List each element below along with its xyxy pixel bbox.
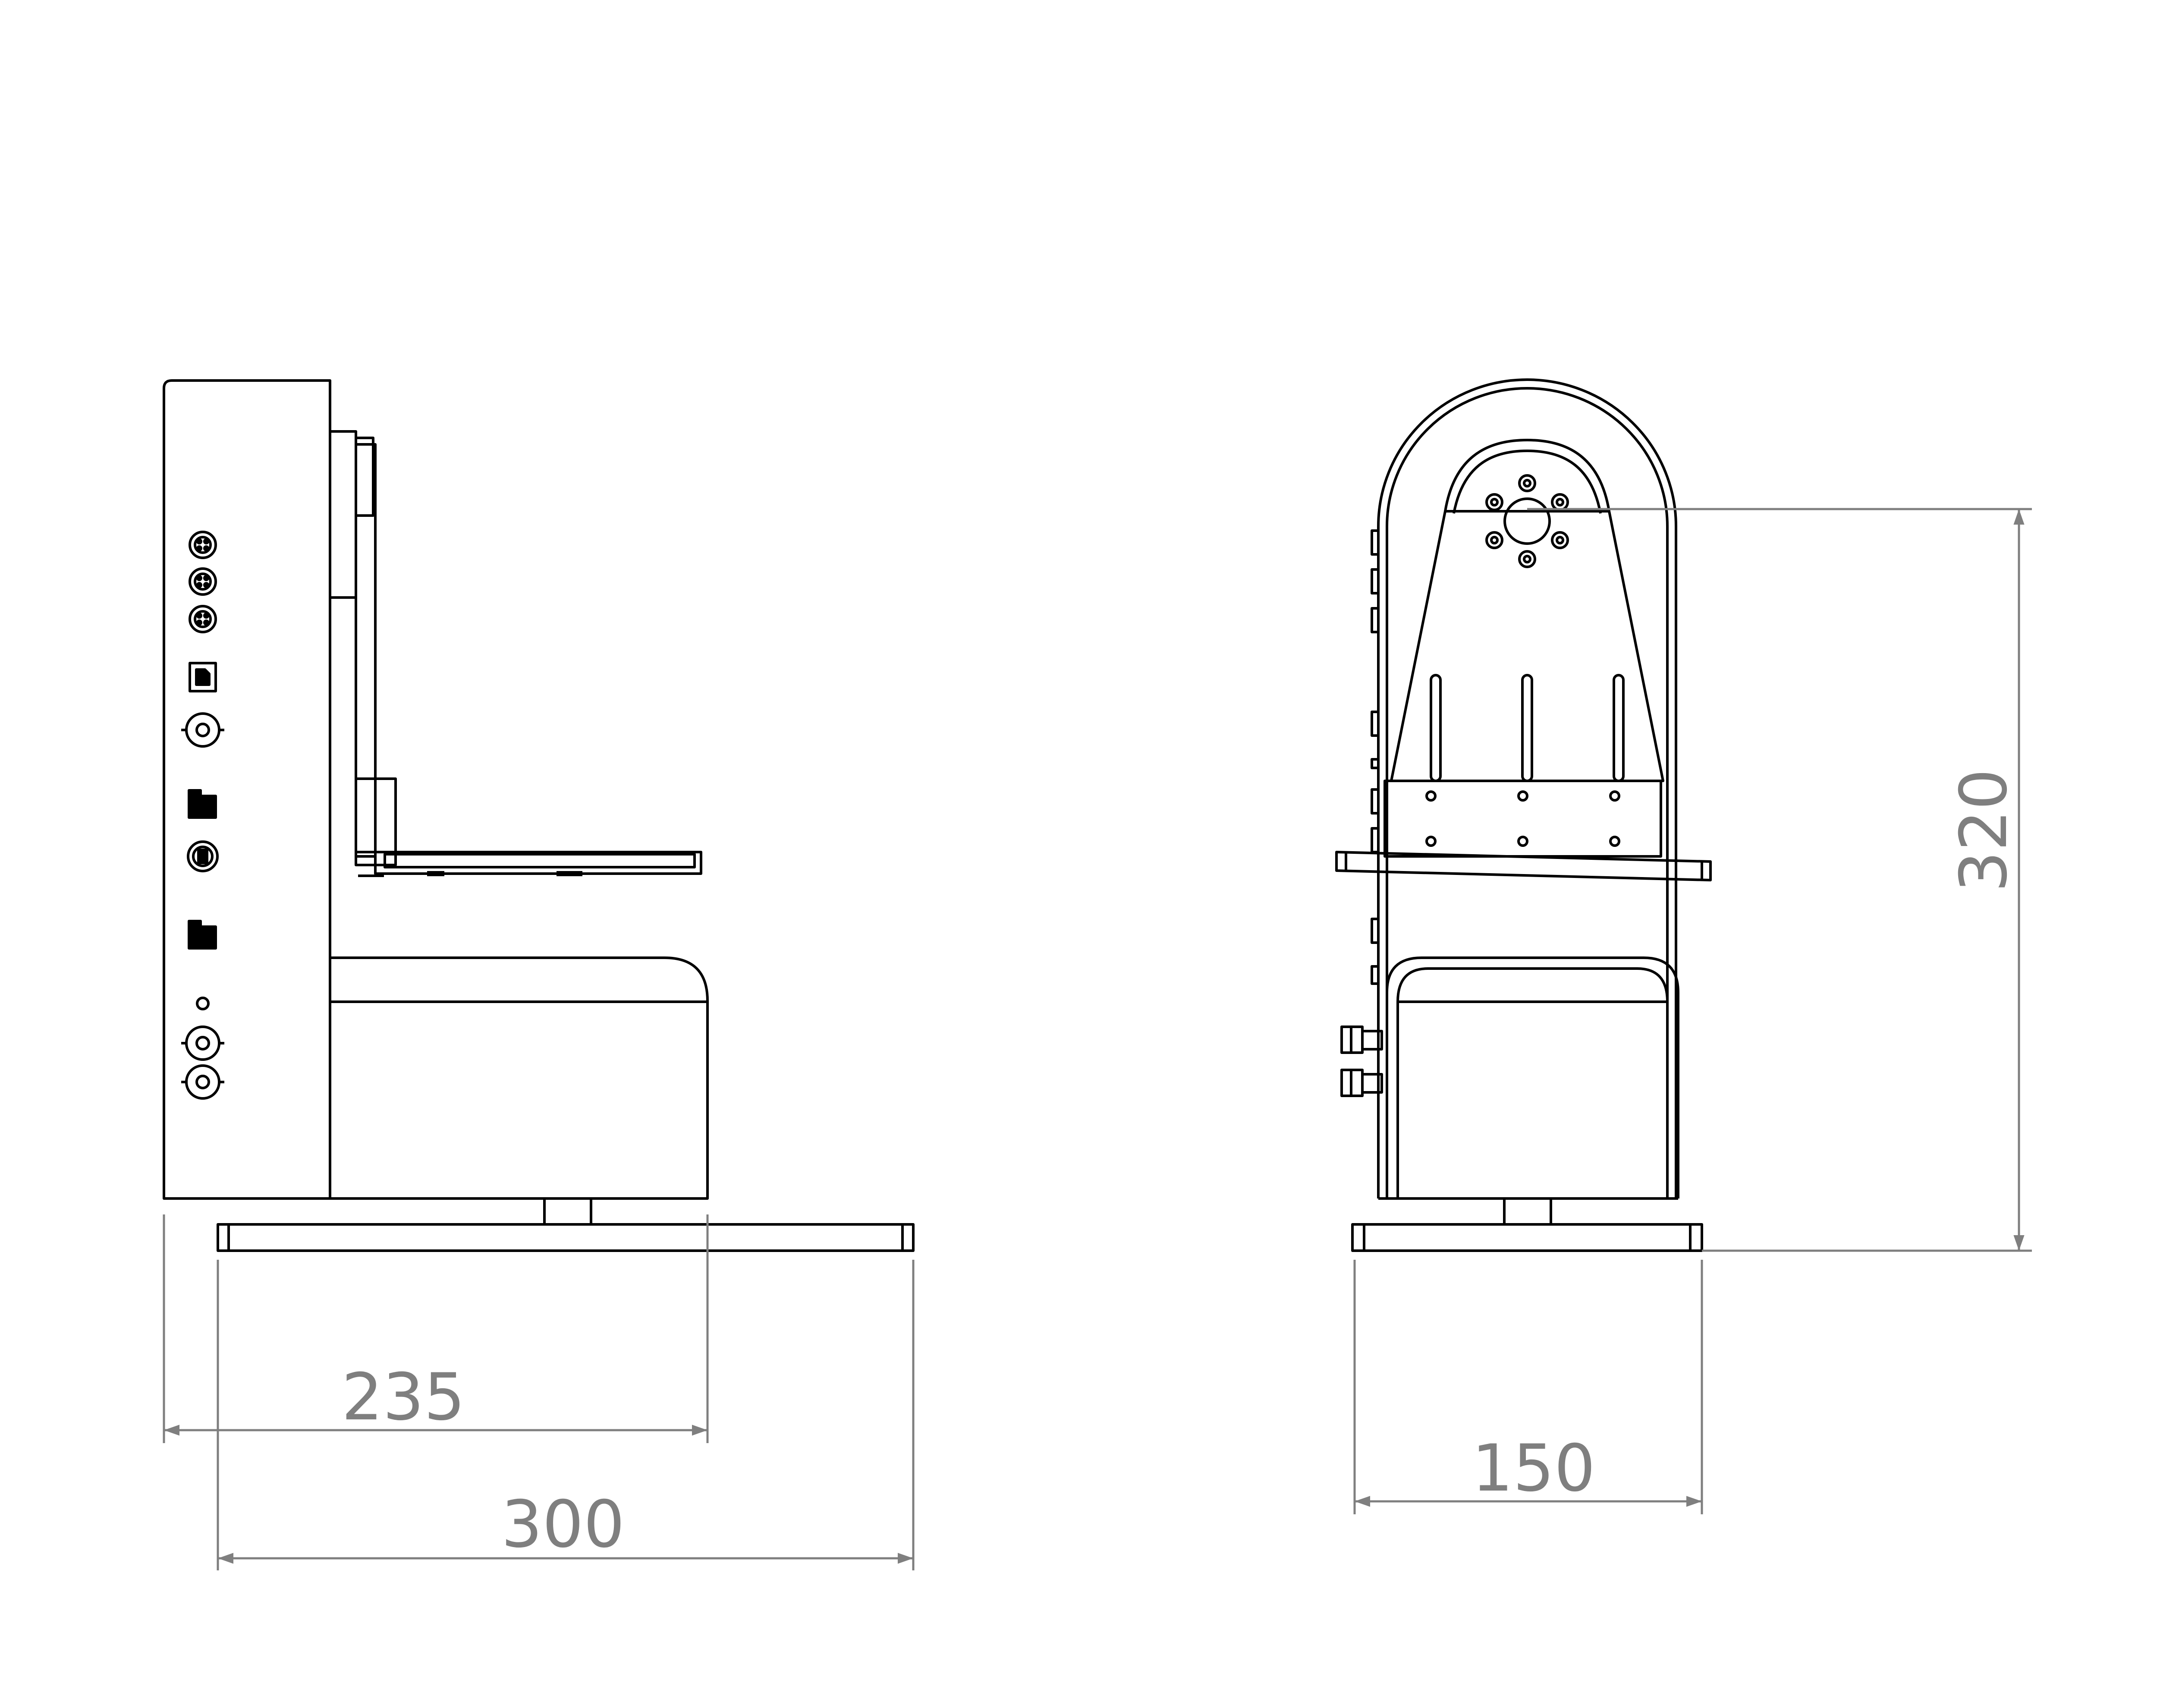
front-bolt-circle [1485,474,1569,568]
front-bnc-plug-2 [1340,1069,1383,1097]
side-usb-b-port [189,662,217,692]
front-bnc-plug-1 [1340,1025,1383,1054]
front-side-connectors [1371,529,1380,985]
side-pedestal-stem [543,1197,592,1226]
side-led-indicator [196,997,210,1010]
front-rotary-hub [1444,439,1610,512]
side-ethernet-port-2 [188,920,217,950]
side-lower-housing [330,956,709,1200]
front-slot-3 [1613,674,1625,782]
side-base-plate [217,1223,915,1252]
dimension-lines [163,508,2032,1570]
front-view [1335,378,1712,1252]
side-ethernet-port-1 [188,789,217,819]
side-circular-connector-1 [189,531,217,559]
front-platform [1335,851,1712,881]
front-slot-2 [1521,674,1533,782]
side-mini-din-connector [187,840,219,872]
side-bnc-connector-1 [181,712,224,748]
dim-300-label: 300 [501,1487,625,1562]
front-lower-housing [1386,956,1679,1198]
side-bnc-connector-3 [181,1064,224,1100]
side-view [163,379,915,1252]
front-base-plate [1351,1223,1703,1252]
front-clamp-holes [1425,790,1620,847]
dim-235-label: 235 [342,1360,465,1435]
front-slot-1 [1430,674,1442,782]
side-bnc-connector-2 [181,1025,224,1061]
front-trapezoid-bracket [1390,510,1664,782]
side-platform [374,851,702,875]
side-connector-panel [163,379,331,1200]
side-circular-connector-3 [189,605,217,633]
front-arch-yoke [1377,378,1677,1198]
side-upright-bracket [329,430,357,599]
dim-320-label: 320 [1946,769,2022,892]
dim-150-label: 150 [1472,1431,1595,1506]
front-pedestal-stem [1503,1197,1552,1226]
side-circular-connector-2 [189,567,217,596]
